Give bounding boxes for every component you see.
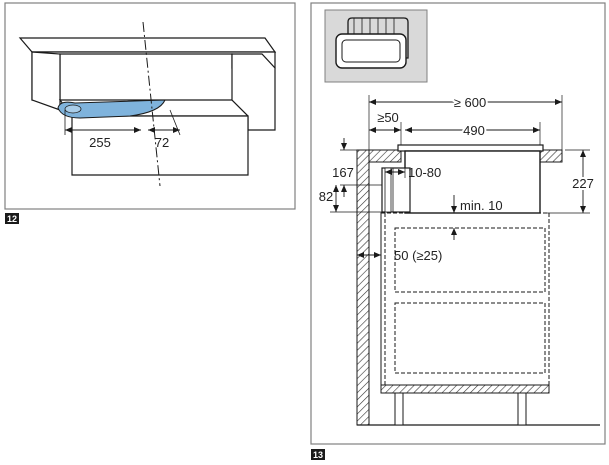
worktop-left-hatched xyxy=(368,149,402,163)
figure-13: ≥ 600 ≥50 490 167 82 10-80 227 min. 10 xyxy=(310,2,606,445)
rectangular-duct-icon xyxy=(335,17,409,69)
hob-glass xyxy=(397,144,544,152)
dim-label-min10: min. 10 xyxy=(460,198,503,213)
cabinet-leg-right xyxy=(517,392,527,426)
figure-13-number: 13 xyxy=(313,450,323,460)
centerline xyxy=(142,21,161,187)
figure-12-number: 12 xyxy=(7,214,17,224)
duct-hole-icon xyxy=(64,104,82,114)
dim-label-82: 82 xyxy=(319,189,333,204)
dim-label-50-25: 50 (≥25) xyxy=(394,248,442,263)
dim-label-600: ≥ 600 xyxy=(454,95,486,110)
dim-label-167: 167 xyxy=(332,165,354,180)
worktop-right-hatched xyxy=(539,149,563,163)
cabinet-leg-left xyxy=(394,392,404,426)
cabinet-base-hatched xyxy=(380,384,550,394)
dim-label-10-80: 10-80 xyxy=(408,165,441,180)
hob-body xyxy=(404,150,541,214)
figure-13-tag: 13 xyxy=(311,449,325,460)
dim-label-227: 227 xyxy=(572,176,594,191)
figure-12-tag: 12 xyxy=(5,213,19,224)
figure-12: 255 72 xyxy=(4,2,296,210)
left-block xyxy=(31,51,61,111)
dim-label-72: 72 xyxy=(155,135,169,150)
dim-label-490: 490 xyxy=(463,123,485,138)
dim-label-255: 255 xyxy=(89,135,111,150)
drawer-1 xyxy=(394,227,546,293)
duct-cutout-blue xyxy=(57,99,166,119)
worktop-top-face xyxy=(18,37,277,53)
right-block xyxy=(231,53,276,131)
drawer-2 xyxy=(394,302,546,374)
wall-hatched xyxy=(356,149,370,426)
dim-label-50: ≥50 xyxy=(377,110,399,125)
